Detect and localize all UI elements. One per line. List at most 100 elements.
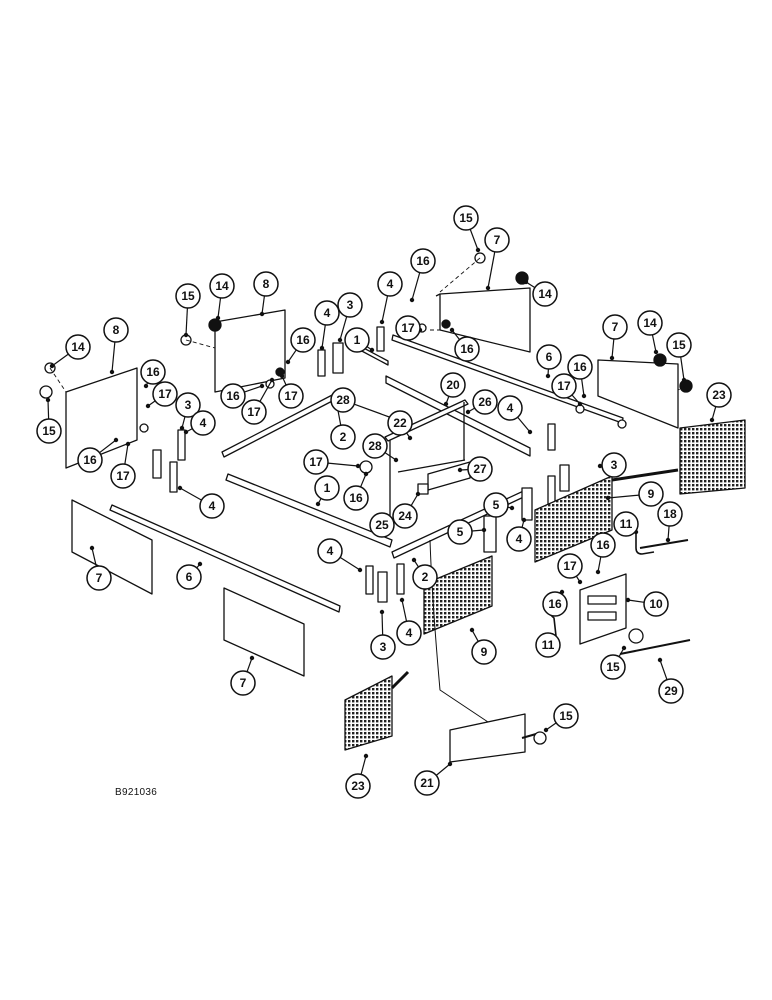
callout-circle — [532, 281, 558, 307]
leader-line — [611, 338, 615, 359]
leader-line — [581, 378, 585, 397]
callout-circle — [471, 639, 497, 665]
mesh-screen-9-right — [534, 475, 613, 563]
leader-tip — [259, 383, 265, 389]
callout-number: 4 — [516, 532, 523, 546]
leader-tip — [411, 557, 417, 563]
leader-line — [680, 356, 685, 381]
leader-tip — [509, 505, 515, 511]
leader-tip — [143, 383, 149, 389]
bracket-4-b — [317, 349, 326, 377]
callout-circle — [440, 372, 466, 398]
callout-circle — [369, 512, 395, 538]
leader-tip — [527, 429, 533, 435]
leader-tip — [269, 377, 275, 383]
leader-lines — [45, 229, 717, 776]
leader-line — [327, 462, 359, 467]
callout-number: 23 — [712, 388, 726, 402]
callout-number: 27 — [473, 462, 487, 476]
knob-15-lower — [533, 731, 547, 745]
callout-number: 17 — [557, 379, 571, 393]
leader-line — [179, 487, 202, 501]
callout-14: 14 — [532, 281, 558, 307]
callout-17: 17 — [110, 463, 136, 489]
callout-15: 15 — [600, 654, 626, 680]
callout-number: 8 — [113, 323, 120, 337]
callout-circle — [453, 205, 479, 231]
leader-tip — [379, 319, 385, 325]
callout-number: 16 — [146, 365, 160, 379]
leader-tip — [415, 491, 421, 497]
callout-number: 15 — [459, 211, 473, 225]
callout-circle — [396, 620, 422, 646]
callout-circle — [590, 532, 616, 558]
latch-24 — [417, 483, 429, 495]
callout-circle — [601, 452, 627, 478]
callout-11: 11 — [613, 511, 639, 537]
callout-4: 4 — [396, 620, 422, 646]
callout-number: 16 — [596, 538, 610, 552]
callout-circle — [278, 383, 304, 409]
callout-number: 14 — [215, 279, 229, 293]
leader-tip — [357, 567, 363, 573]
callout-5: 5 — [447, 519, 473, 545]
leader-line — [91, 547, 97, 567]
callout-circle — [314, 475, 340, 501]
callout-number: 7 — [240, 676, 247, 690]
callout-17: 17 — [395, 315, 421, 341]
leader-tip — [259, 311, 265, 317]
leader-tip — [363, 753, 369, 759]
leader-line — [185, 307, 188, 336]
leader-line — [659, 659, 668, 680]
callout-number: 8 — [263, 277, 270, 291]
callout-15: 15 — [453, 205, 479, 231]
callout-number: 2 — [422, 570, 429, 584]
callout-16: 16 — [77, 447, 103, 473]
callout-number: 4 — [387, 277, 394, 291]
side-panel-7-lower-middle — [223, 587, 305, 677]
callout-2: 2 — [412, 564, 438, 590]
leader-tip — [363, 471, 369, 477]
end-panel-8-upper — [214, 309, 286, 393]
callout-10: 10 — [643, 591, 669, 617]
leader-tip — [183, 429, 189, 435]
callout-circle — [536, 344, 562, 370]
callout-16: 16 — [542, 591, 568, 617]
leader-tip — [605, 495, 611, 501]
callout-14: 14 — [65, 334, 91, 360]
leader-tip — [523, 279, 529, 285]
callout-4: 4 — [314, 300, 340, 326]
bracket-4-d — [169, 461, 178, 493]
trim-strip-6-lower — [109, 504, 341, 613]
leader-line — [259, 379, 273, 402]
leader-tip — [125, 441, 131, 447]
side-panel-7-upper-right — [439, 287, 531, 353]
leader-tip — [179, 425, 185, 431]
callout-number: 16 — [460, 342, 474, 356]
callout-8: 8 — [253, 271, 279, 297]
callout-number: 15 — [181, 289, 195, 303]
leader-line — [99, 439, 117, 454]
callout-circle — [506, 526, 532, 552]
leader-tip — [197, 561, 203, 567]
leader-tip — [145, 403, 151, 409]
callout-2: 2 — [330, 424, 356, 450]
callout-circle — [65, 334, 91, 360]
filter-23-right — [679, 419, 746, 495]
bracket-3-b — [152, 449, 162, 479]
callout-14: 14 — [209, 273, 235, 299]
callout-number: 3 — [380, 640, 387, 654]
callout-18: 18 — [657, 501, 683, 527]
leader-tip — [577, 579, 583, 585]
callout-circle — [290, 327, 316, 353]
callout-number: 17 — [158, 387, 172, 401]
callout-number: 26 — [478, 395, 492, 409]
drawing-code: B921036 — [115, 787, 158, 798]
leader-line — [401, 599, 408, 622]
leader-tip — [457, 467, 463, 473]
leader-tip — [465, 409, 471, 415]
callout-circle — [643, 591, 669, 617]
leader-tip — [447, 761, 453, 767]
callout-number: 2 — [340, 430, 347, 444]
leader-tip — [113, 437, 119, 443]
